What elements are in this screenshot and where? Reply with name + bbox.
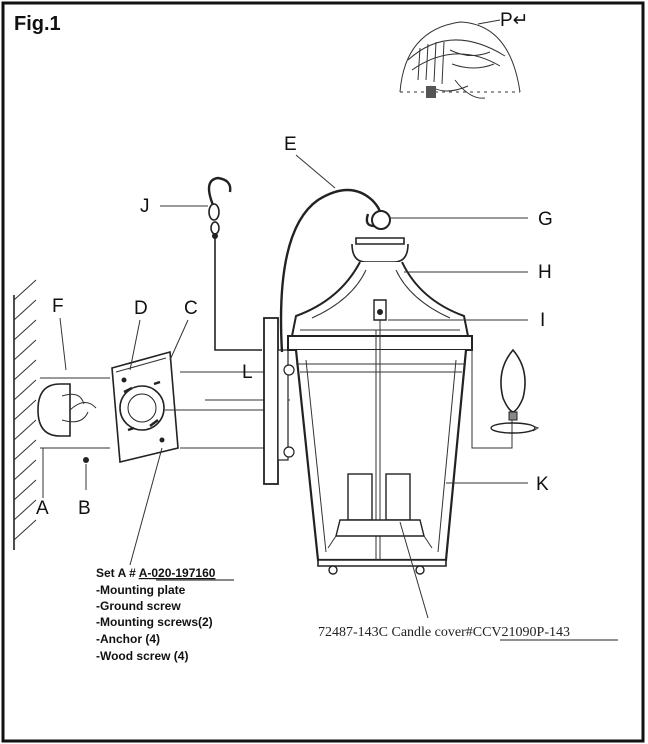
backplate xyxy=(263,317,279,485)
leader-candle-cover xyxy=(399,521,429,619)
leader-e xyxy=(295,154,336,189)
detail-p-illustration xyxy=(399,19,521,99)
figure-title: Fig.1 xyxy=(14,13,61,35)
leader-set-a xyxy=(129,447,163,566)
label-j: J xyxy=(140,196,150,217)
leader-c xyxy=(169,319,189,361)
label-d: D xyxy=(134,298,148,319)
set-a-item: -Wood screw (4) xyxy=(96,649,188,663)
set-a-item: -Anchor (4) xyxy=(96,632,160,646)
mounting-plate-d xyxy=(111,350,179,463)
label-k: K xyxy=(536,474,549,495)
set-a-item: -Ground screw xyxy=(96,599,181,613)
arm-e xyxy=(279,188,382,353)
set-a-item: -Mounting plate xyxy=(96,583,186,597)
label-a: A xyxy=(36,498,49,519)
candle-cover-caption: 72487-143C Candle cover#CCV21090P-143 xyxy=(318,625,570,640)
leader-d xyxy=(129,319,141,371)
label-l: L xyxy=(242,362,253,383)
label-c: C xyxy=(184,298,198,319)
leader-f xyxy=(59,317,67,371)
label-f: F xyxy=(52,296,64,317)
ground-screw-b xyxy=(83,457,89,463)
label-g: G xyxy=(538,209,553,230)
lantern-body-k xyxy=(287,320,473,575)
label-p: P↵ xyxy=(500,10,529,31)
finial-g xyxy=(371,210,391,230)
hook-j xyxy=(207,176,262,351)
set-a-item: -Mounting screws(2) xyxy=(96,615,213,629)
bulb-illustration xyxy=(468,348,540,449)
junction-box-a xyxy=(37,383,97,437)
set-a-heading: Set A # A-020-197160 xyxy=(96,566,216,580)
label-h: H xyxy=(538,262,552,283)
label-e: E xyxy=(284,134,297,155)
wall-hatch xyxy=(13,279,37,550)
label-b: B xyxy=(78,498,91,519)
label-i: I xyxy=(540,310,545,331)
